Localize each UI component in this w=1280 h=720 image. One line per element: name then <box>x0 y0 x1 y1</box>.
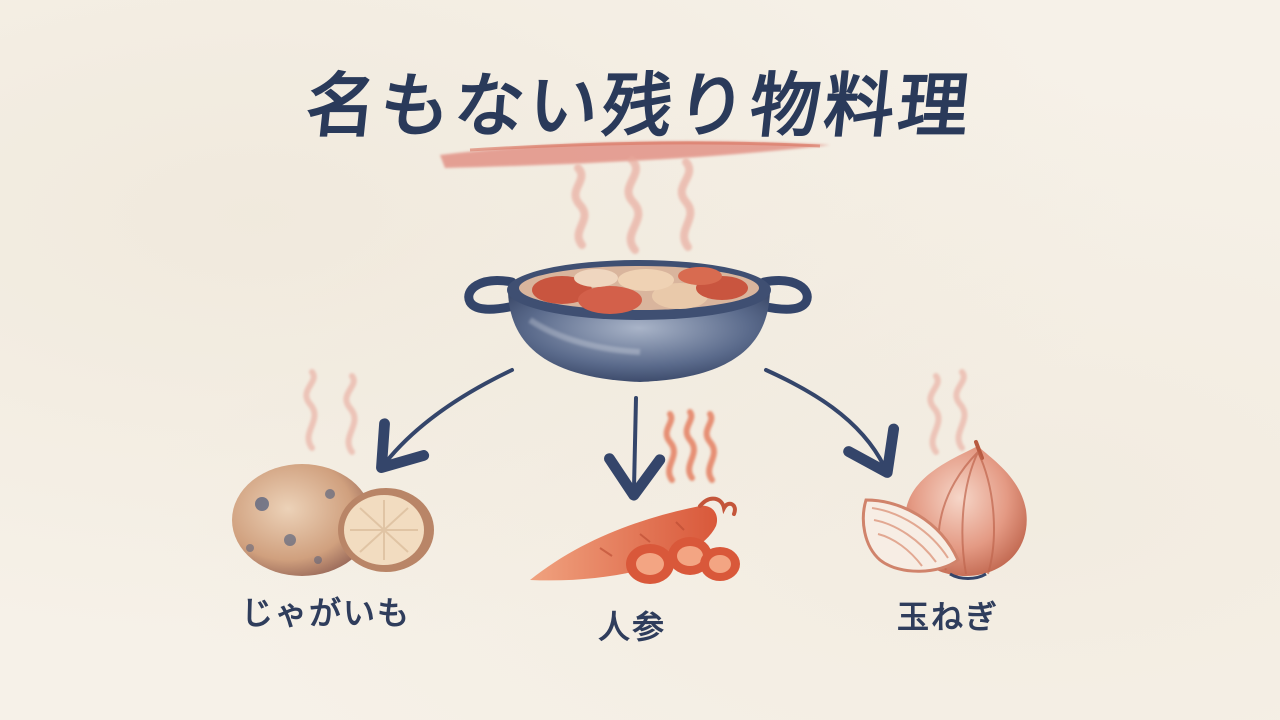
page-title: 名もない残り物料理 <box>302 65 977 147</box>
ingredient-label-carrot: 人参 <box>597 608 666 646</box>
arrow-to-onion <box>764 368 900 478</box>
onion-steam <box>927 369 968 455</box>
carrot-icon <box>530 496 740 584</box>
arrow-to-carrot <box>604 396 666 501</box>
ingredient-label-onion: 玉ねぎ <box>896 598 999 636</box>
pot-steam <box>571 156 695 254</box>
arrow-to-potato <box>376 368 514 473</box>
pot-icon <box>464 260 812 382</box>
potato-icon <box>232 464 434 576</box>
title-brush-underline <box>440 141 830 168</box>
potato-steam <box>303 369 358 455</box>
ingredient-label-potato: じゃがいも <box>240 594 411 632</box>
onion-icon <box>861 440 1027 580</box>
carrot-steam <box>663 409 717 483</box>
